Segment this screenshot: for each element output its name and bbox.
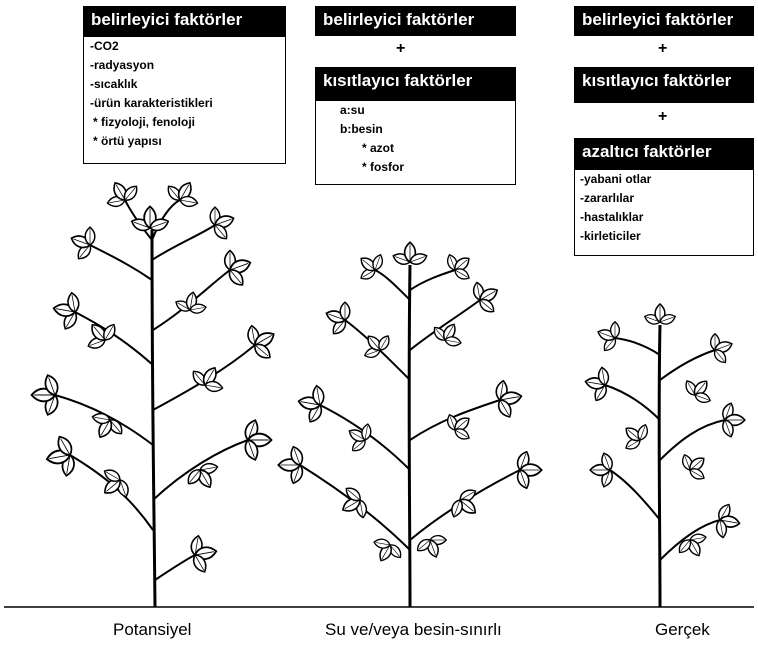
plant-actual-leaves — [582, 304, 744, 564]
plant-potential-leaves — [32, 174, 284, 576]
caption-actual: Gerçek — [655, 620, 710, 640]
plant-actual — [605, 325, 725, 607]
caption-limited: Su ve/veya besin-sınırlı — [325, 620, 502, 640]
caption-potential: Potansiyel — [113, 620, 191, 640]
